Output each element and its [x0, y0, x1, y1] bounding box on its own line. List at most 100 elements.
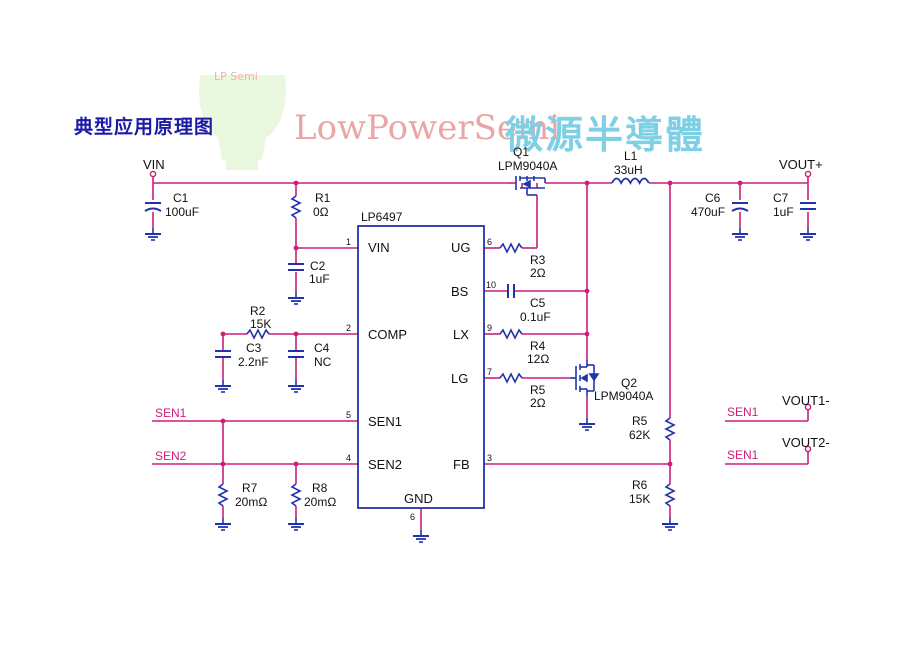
- r5b-ref: R5: [632, 414, 648, 428]
- q1-mosfet: [508, 176, 546, 196]
- r8-resistor: [290, 483, 302, 507]
- r7-value: 20mΩ: [235, 495, 267, 509]
- r2-ref: R2: [250, 304, 266, 318]
- r1-value: 0Ω: [313, 205, 329, 219]
- vout1-sen-label: SEN1: [727, 405, 759, 419]
- c6-ref: C6: [705, 191, 721, 205]
- pin-sen2-label: SEN2: [368, 457, 402, 472]
- pin-num-fb: 3: [487, 453, 492, 463]
- pin-num-lg: 7: [487, 367, 492, 377]
- pin-lg-label: LG: [451, 371, 468, 386]
- sen1-label: SEN1: [155, 406, 187, 420]
- ic-ground: [412, 529, 430, 543]
- r3-resistor: [499, 242, 523, 254]
- l1-ref: L1: [624, 149, 638, 163]
- r2-resistor: [246, 328, 270, 340]
- pin-num-comp: 2: [346, 323, 351, 333]
- pin-num-sen1: 5: [346, 410, 351, 420]
- r7-ground: [214, 517, 232, 531]
- r5-ref: R5: [530, 383, 546, 397]
- r7-resistor: [217, 483, 229, 507]
- pin-num-bs: 10: [486, 280, 496, 290]
- pin-num-gnd: 6: [410, 512, 415, 522]
- r6-ref: R6: [632, 478, 648, 492]
- r5b-value: 62K: [629, 428, 650, 442]
- pin-lx-label: LX: [453, 327, 469, 342]
- c7-value: 1uF: [773, 205, 794, 219]
- c2-capacitor: [288, 263, 304, 271]
- pin-sen1-label: SEN1: [368, 414, 402, 429]
- c5-value: 0.1uF: [520, 310, 551, 324]
- vout1-terminal: [804, 403, 812, 411]
- r4-resistor: [499, 328, 523, 340]
- brand-latin: LowPowerSemi: [294, 108, 561, 148]
- l1-inductor: [611, 177, 650, 185]
- c3-ref: C3: [246, 341, 262, 355]
- c1-value: 100uF: [165, 205, 199, 219]
- terminals: [149, 170, 812, 453]
- pin-fb-label: FB: [453, 457, 470, 472]
- vout1-minus-label: VOUT1-: [782, 393, 830, 408]
- q2-mosfet: [570, 360, 600, 396]
- q2-ground: [578, 417, 596, 431]
- c3-ground: [214, 379, 232, 393]
- r1-ref: R1: [315, 191, 331, 205]
- r2-value: 15K: [250, 317, 271, 331]
- r5-resistor: [499, 372, 523, 384]
- q1-ref: Q1: [513, 145, 529, 159]
- bulb-logo-shape: [199, 75, 286, 170]
- c5-ref: C5: [530, 296, 546, 310]
- pin-gnd-label: GND: [404, 491, 433, 506]
- pin-num-lx: 9: [487, 323, 492, 333]
- r5-value: 2Ω: [530, 396, 546, 410]
- r6-resistor: [664, 483, 676, 507]
- pin-vin-label: VIN: [368, 240, 390, 255]
- junctions: [220, 180, 743, 467]
- pin-ug-label: UG: [451, 240, 471, 255]
- c2-ground: [287, 291, 305, 305]
- logo-text: LP Semi: [214, 70, 258, 83]
- brand-cn: 微源半導體: [505, 113, 706, 157]
- c6-capacitor: [731, 202, 749, 212]
- r6-value: 15K: [629, 492, 650, 506]
- c1-ref: C1: [173, 191, 189, 205]
- r8-ground: [287, 517, 305, 531]
- c4-capacitor: [288, 350, 304, 358]
- r4-value: 12Ω: [527, 352, 549, 366]
- c5-capacitor: [507, 284, 515, 298]
- vout-plus-terminal: [804, 170, 812, 178]
- c3-capacitor: [215, 350, 231, 358]
- pin-num-vin: 1: [346, 237, 351, 247]
- wires: [152, 176, 809, 530]
- c7-ref: C7: [773, 191, 789, 205]
- c4-ref: C4: [314, 341, 330, 355]
- c1-ground: [144, 227, 162, 241]
- pin-num-sen2: 4: [346, 453, 351, 463]
- r5b-resistor: [664, 417, 676, 441]
- r3-ref: R3: [530, 253, 546, 267]
- vout2-minus-label: VOUT2-: [782, 435, 830, 450]
- l1-value: 33uH: [614, 163, 643, 177]
- ic-name: LP6497: [361, 210, 403, 224]
- c1-capacitor: [144, 202, 162, 212]
- capacitors: [144, 202, 816, 358]
- c6-value: 470uF: [691, 205, 725, 219]
- vout-plus-label: VOUT+: [779, 157, 823, 172]
- c4-value: NC: [314, 355, 332, 369]
- r1-resistor: [290, 195, 302, 219]
- sen2-label: SEN2: [155, 449, 187, 463]
- c7-ground: [799, 227, 817, 241]
- q1-value: LPM9040A: [498, 159, 557, 173]
- r7-ref: R7: [242, 481, 258, 495]
- c2-value: 1uF: [309, 272, 330, 286]
- r6-ground: [661, 517, 679, 531]
- c6-ground: [731, 227, 749, 241]
- c7-capacitor: [800, 202, 816, 210]
- r3-value: 2Ω: [530, 266, 546, 280]
- pin-comp-label: COMP: [368, 327, 407, 342]
- q2-value: LPM9040A: [594, 389, 653, 403]
- vin-terminal: [149, 170, 157, 178]
- page-title: 典型应用原理图: [74, 116, 215, 138]
